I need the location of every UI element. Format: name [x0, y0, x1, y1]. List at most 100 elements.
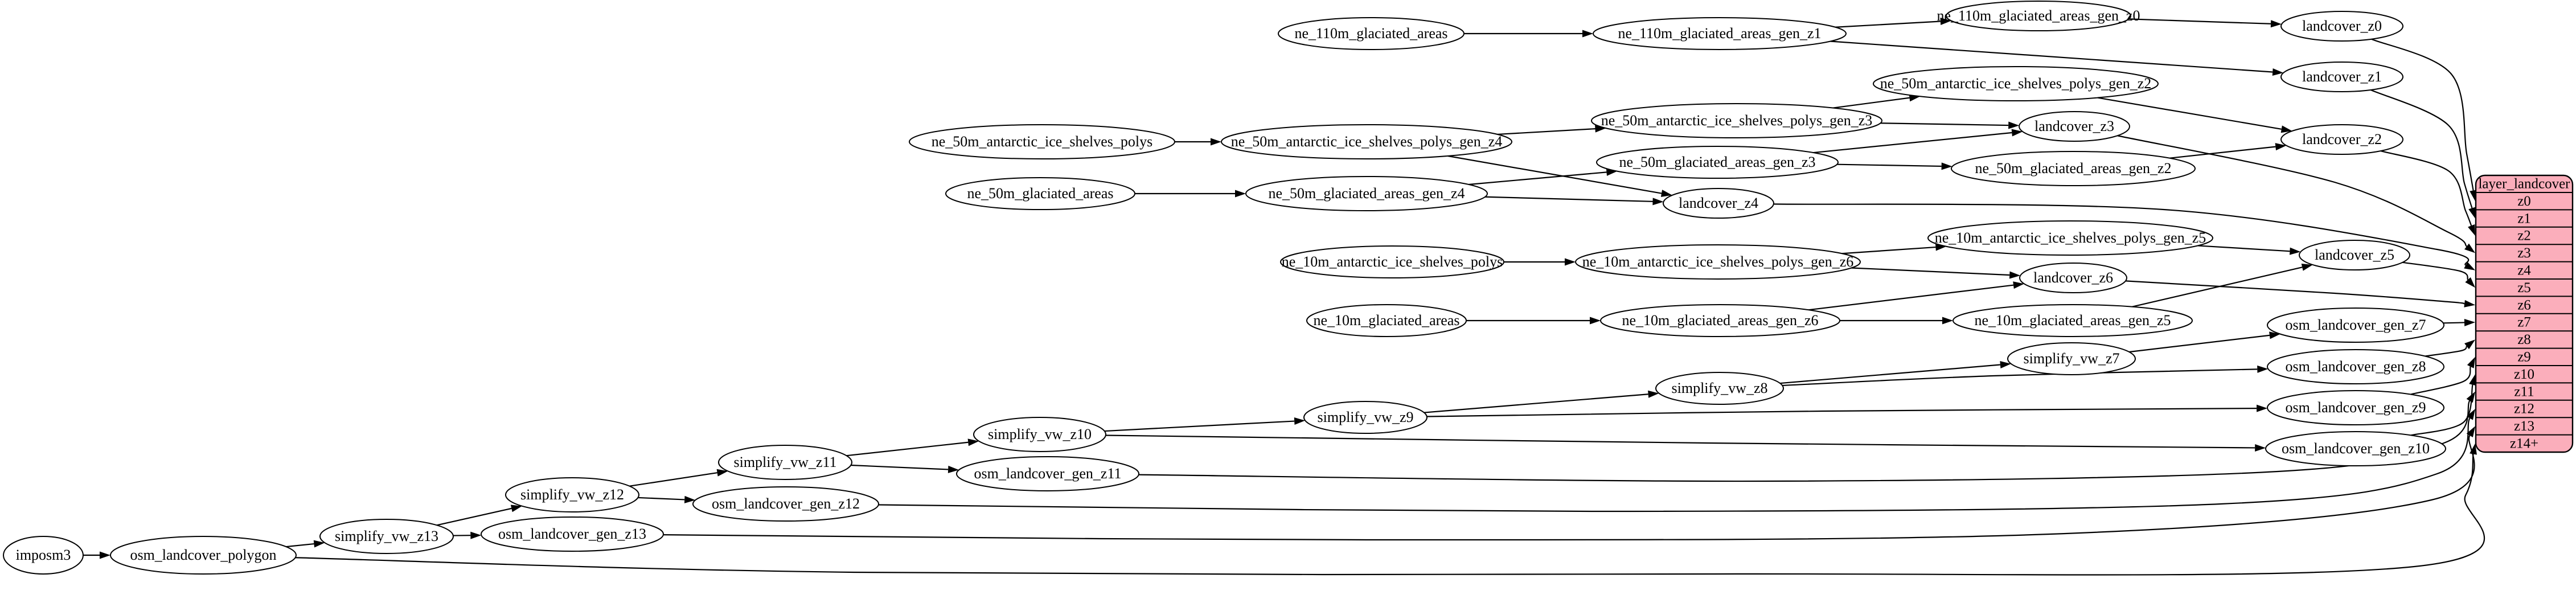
table-row-z3: z3 [2476, 244, 2573, 261]
edge-arrowhead [2470, 443, 2477, 455]
edge-arrowhead [2466, 391, 2475, 403]
edge-line [2117, 135, 2467, 247]
table-row-z8: z8 [2476, 330, 2573, 347]
edge-arrowhead [2275, 143, 2287, 151]
node-ellipse-ne_110m_glaciated_areas [1278, 17, 1465, 50]
edge-ne_10m_glaciated_areas-to-ne_10m_glaciated_areas_gen_z6 [1466, 317, 1601, 325]
table-row-z7: z7 [2476, 313, 2573, 330]
node-simplify_vw_z12: simplify_vw_z12 [505, 477, 639, 512]
edge-ne_10m_glaciated_areas_gen_z5-to-landcover_z5 [2132, 263, 2313, 307]
node-osm_landcover_gen_z8: osm_landcover_gen_z8 [2267, 349, 2444, 384]
node-label-osm_landcover_gen_z10: osm_landcover_gen_z10 [2282, 440, 2430, 457]
node-label-ne_110m_glaciated_areas_gen_z0: ne_110m_glaciated_areas_gen_z0 [1937, 7, 2140, 24]
edge-landcover_z2-to-z2 [2380, 150, 2475, 236]
node-ellipse-simplify_vw_z11 [718, 445, 852, 480]
node-ne_50m_antarctic_ice_shelves_polys_gen_z4: ne_50m_antarctic_ice_shelves_polys_gen_z… [1221, 124, 1512, 159]
edge-line [846, 441, 969, 457]
table-row-z6: z6 [2476, 296, 2573, 313]
edge-ne_10m_antarctic_ice_shelves_polys-to-ne_10m_antarctic_ice_shelves_polys_gen_z6 [1504, 258, 1576, 266]
edge-arrowhead [2465, 277, 2475, 288]
node-label-landcover_z0: landcover_z0 [2302, 18, 2382, 34]
table-row-z10: z10 [2476, 365, 2573, 382]
edge-simplify_vw_z13-to-osm_landcover_gen_z13 [453, 531, 482, 539]
edge-ne_50m_glaciated_areas_gen_z4-to-ne_50m_glaciated_areas_gen_z3 [1469, 168, 1618, 186]
edge-landcover_z5-to-z5 [2402, 261, 2475, 288]
edge-ne_50m_glaciated_areas_gen_z3-to-landcover_z3 [1813, 129, 2023, 154]
edge-simplify_vw_z13-to-simplify_vw_z12 [436, 505, 522, 526]
edge-arrowhead [1660, 190, 1672, 197]
edge-arrowhead [1941, 162, 1952, 170]
node-landcover_z4: landcover_z4 [1663, 188, 1774, 219]
node-label-ne_50m_glaciated_areas: ne_50m_glaciated_areas [967, 185, 1114, 202]
edge-arrowhead [100, 551, 110, 559]
node-label-ne_50m_glaciated_areas_gen_z2: ne_50m_glaciated_areas_gen_z2 [1975, 160, 2171, 177]
node-landcover_z0: landcover_z0 [2280, 11, 2403, 42]
edge-line [1841, 246, 1936, 255]
edge-simplify_vw_z11-to-simplify_vw_z10 [846, 438, 979, 457]
node-simplify_vw_z7: simplify_vw_z7 [2007, 342, 2136, 375]
edge-ne_110m_glaciated_areas_gen_z1-to-landcover_z1 [1830, 40, 2284, 76]
edge-line [2129, 334, 2270, 353]
edge-arrowhead [1590, 317, 1601, 325]
node-label-ne_50m_antarctic_ice_shelves_polys: ne_50m_antarctic_ice_shelves_polys [932, 133, 1152, 150]
table-row-label: z1 [2517, 211, 2531, 226]
edge-arrowhead [1648, 390, 1659, 398]
node-label-ne_50m_antarctic_ice_shelves_polys_gen_z4: ne_50m_antarctic_ice_shelves_polys_gen_z… [1231, 133, 1503, 150]
edge-simplify_vw_z10-to-osm_landcover_gen_z10 [1105, 434, 2266, 452]
edge-osm_landcover_polygon-to-z14plus [295, 443, 2485, 576]
edge-arrowhead [2257, 365, 2269, 373]
edge-simplify_vw_z12-to-osm_landcover_gen_z12 [638, 495, 696, 503]
edge-line [1808, 284, 2014, 311]
edge-ne_50m_glaciated_areas-to-ne_50m_glaciated_areas_gen_z4 [1135, 190, 1246, 198]
table-row-label: z11 [2514, 384, 2534, 399]
edge-simplify_vw_z8-to-simplify_vw_z7 [1780, 361, 2011, 384]
edge-arrowhead [1935, 243, 1947, 251]
edge-line [2380, 150, 2472, 226]
edge-arrowhead [2301, 263, 2313, 271]
node-osm_landcover_polygon: osm_landcover_polygon [110, 536, 297, 575]
table-row-label: z2 [2517, 228, 2531, 244]
node-ellipse-simplify_vw_z9 [1303, 401, 1428, 434]
node-label-osm_landcover_gen_z13: osm_landcover_gen_z13 [498, 526, 646, 542]
edge-arrowhead [1606, 168, 1618, 176]
edge-simplify_vw_z9-to-osm_landcover_gen_z9 [1426, 404, 2268, 417]
node-label-simplify_vw_z8: simplify_vw_z8 [1672, 380, 1768, 396]
node-simplify_vw_z10: simplify_vw_z10 [973, 417, 1106, 452]
edge-arrowhead [1294, 417, 1306, 425]
node-label-landcover_z4: landcover_z4 [1679, 195, 1758, 211]
table-row-z9: z9 [2476, 347, 2573, 365]
node-simplify_vw_z8: simplify_vw_z8 [1655, 372, 1784, 405]
node-label-ne_50m_glaciated_areas_gen_z3: ne_50m_glaciated_areas_gen_z3 [1619, 154, 1815, 170]
node-ellipse-ne_110m_glaciated_areas_gen_z0 [1946, 1, 2131, 31]
node-ellipse-landcover_z2 [2280, 124, 2403, 155]
edge-line [2410, 384, 2474, 436]
edge-arrowhead [2466, 426, 2475, 438]
edge-arrowhead [2464, 261, 2475, 270]
edge-arrowhead [2468, 224, 2475, 236]
edge-line [2370, 89, 2473, 208]
table-row-z14plus: z14+ [2476, 434, 2573, 452]
edge-landcover_z4-to-z4 [1773, 203, 2475, 270]
edge-simplify_vw_z10-to-simplify_vw_z9 [1104, 417, 1306, 432]
node-simplify_vw_z13: simplify_vw_z13 [319, 519, 454, 554]
node-ellipse-ne_50m_antarctic_ice_shelves_polys_gen_z4 [1221, 124, 1512, 159]
edge-ne_10m_antarctic_ice_shelves_polys_gen_z6-to-landcover_z6 [1851, 267, 2021, 279]
table-row-label: z8 [2517, 332, 2531, 347]
edge-arrowhead [2255, 444, 2266, 452]
table-row-label: z13 [2514, 419, 2534, 434]
edge-landcover_z0-to-z0 [2371, 38, 2477, 202]
node-ne_110m_glaciated_areas_gen_z0: ne_110m_glaciated_areas_gen_z0 [1937, 1, 2140, 31]
node-ellipse-osm_landcover_gen_z10 [2265, 431, 2446, 466]
node-label-ne_50m_antarctic_ice_shelves_polys_gen_z2: ne_50m_antarctic_ice_shelves_polys_gen_z… [1880, 75, 2152, 92]
edge-arrowhead [2289, 247, 2301, 255]
node-ne_50m_glaciated_areas: ne_50m_glaciated_areas [945, 177, 1135, 210]
node-ne_10m_glaciated_areas_gen_z5: ne_10m_glaciated_areas_gen_z5 [1952, 304, 2193, 337]
node-imposm3: imposm3 [3, 536, 84, 575]
edge-simplify_vw_z7-to-osm_landcover_gen_z7 [2129, 331, 2280, 353]
node-ellipse-osm_landcover_gen_z13 [481, 516, 664, 552]
node-ne_10m_glaciated_areas_gen_z6: ne_10m_glaciated_areas_gen_z6 [1600, 304, 1840, 337]
node-ellipse-osm_landcover_gen_z7 [2267, 307, 2444, 343]
edge-line [2132, 266, 2303, 307]
edge-ne_50m_glaciated_areas_gen_z2-to-landcover_z2 [2169, 143, 2287, 159]
table-row-z0: z0 [2517, 194, 2531, 209]
